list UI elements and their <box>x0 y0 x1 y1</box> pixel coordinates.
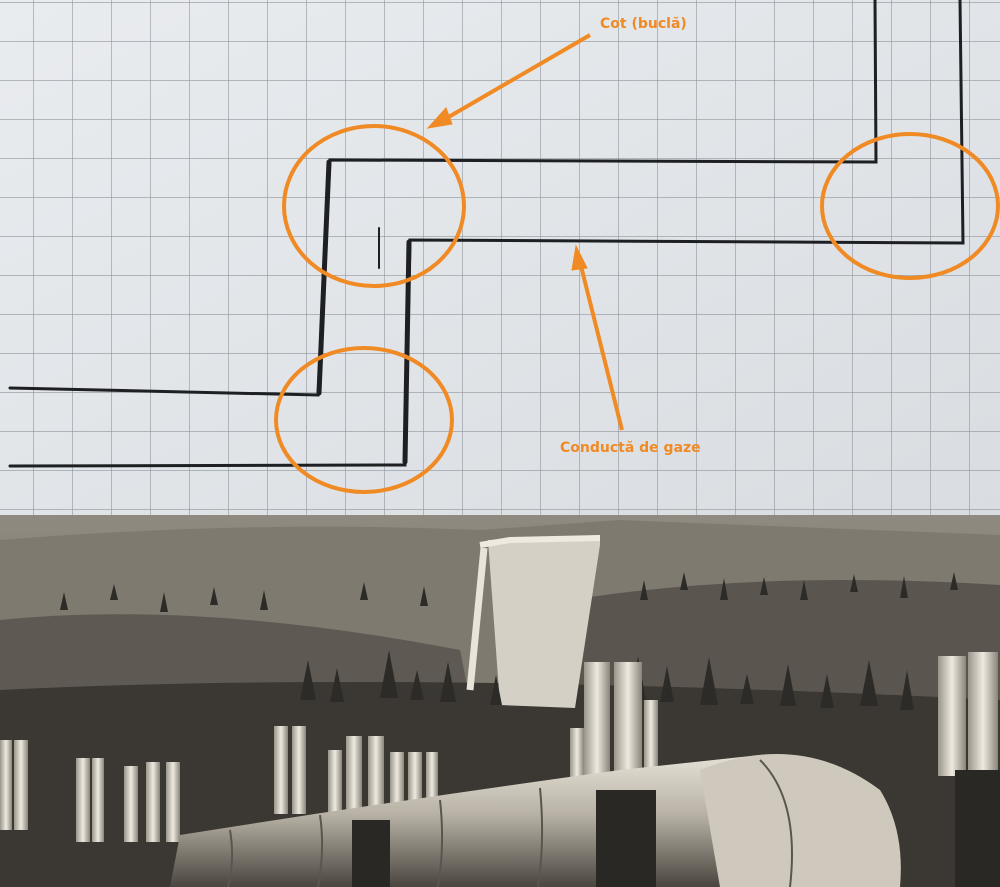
left-hillside <box>0 614 470 700</box>
pipeline-corridor <box>488 535 600 708</box>
pipeline-sketch <box>8 0 965 468</box>
distant-pipe-descent <box>466 547 488 691</box>
bend-circle-right <box>820 132 1000 280</box>
outer-loop-vertical <box>316 159 332 396</box>
bend-arrow <box>438 33 592 124</box>
pipe-label: Conductă de gaze <box>560 440 701 456</box>
graph-paper-sketch: Cot (buclă) Conductă de gaze <box>0 0 1000 515</box>
pipe-arrow <box>578 261 624 431</box>
pipeline-photo <box>0 515 1000 887</box>
distant-pipe <box>479 535 601 548</box>
pipe-arrow-head <box>571 244 588 271</box>
bend-circle-bottom-left <box>274 346 454 494</box>
annotation-circles <box>274 124 1000 494</box>
annotation-arrows <box>426 33 624 431</box>
spruce-trees <box>60 572 958 710</box>
bend-circle-top-left <box>282 124 466 288</box>
bend-label: Cot (buclă) <box>600 16 687 32</box>
bend-arrow-head <box>426 107 453 129</box>
foreground-pipe <box>170 754 1000 887</box>
